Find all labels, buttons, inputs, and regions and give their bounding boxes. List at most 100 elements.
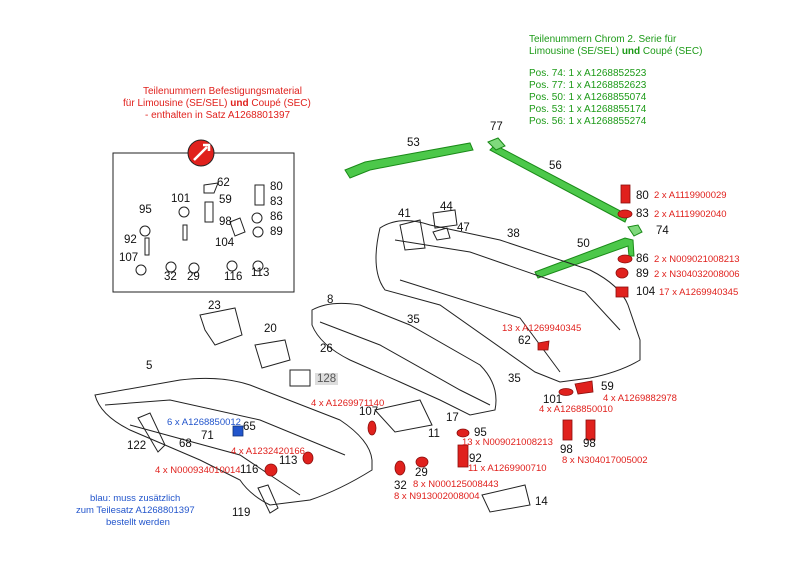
position-number: 95 (474, 427, 487, 439)
chrome-header-line1: Teilenummern Chrom 2. Serie für (529, 34, 677, 45)
position-number: 83 (636, 208, 649, 220)
chrome-item: Pos. 74: 1 x A1268852523 (529, 68, 647, 79)
wrench-icon (187, 139, 215, 167)
bolt-92-icon (457, 444, 469, 468)
kit-header-line3: - enthalten in Satz A1268801397 (145, 110, 291, 121)
kit-number: 62 (217, 177, 230, 189)
position-number: 32 (394, 480, 407, 492)
position-number: 101 (543, 394, 563, 406)
position-number: 74 (656, 225, 669, 237)
position-number: 98 (560, 444, 573, 456)
kit-header-line1: Teilenummern Befestigungsmaterial (143, 86, 302, 97)
position-number: 107 (359, 406, 379, 418)
part-label-98: 8 x N304017005002 (562, 455, 648, 466)
position-number-128: 128 (315, 373, 339, 385)
kit-header-line2: für Limousine (SE/SEL) und Coupé (SEC) (123, 98, 311, 109)
position-number: 116 (240, 464, 259, 476)
chrome-item: Pos. 50: 1 x A1268855074 (529, 92, 647, 103)
bumper-cover-8 (311, 302, 497, 416)
kit-number: 98 (219, 216, 232, 228)
part-label-116: 4 x N000934010014 (155, 465, 241, 476)
blue-note-line: zum Teilesatz A1268801397 (76, 505, 195, 516)
position-number: 14 (535, 496, 548, 508)
bolt-98a-icon (562, 419, 573, 441)
position-number: 41 (398, 208, 411, 220)
position-number: 11 (428, 428, 440, 440)
chrome-strip-56 (489, 144, 629, 223)
kit-number: 101 (171, 193, 191, 205)
nut-113-icon (302, 451, 314, 465)
clip-59-icon (574, 380, 594, 395)
position-number: 5 (146, 360, 153, 372)
nut-86-icon (617, 254, 633, 264)
clip-47 (432, 227, 451, 241)
position-number: 8 (327, 294, 334, 306)
clip-44 (432, 209, 458, 229)
chrome-item: Pos. 77: 1 x A1268852623 (529, 80, 647, 91)
part-label-65: 6 x A1268850012 (167, 417, 241, 428)
part-label-104: 17 x A1269940345 (659, 287, 739, 298)
position-number: 119 (232, 507, 251, 519)
rear-bumper-38 (375, 220, 641, 383)
bracket-11 (374, 399, 433, 433)
part-label-83: 2 x A1119902040 (654, 209, 727, 220)
bolt-98b-icon (585, 419, 596, 441)
bracket-23 (199, 307, 243, 346)
position-number: 50 (577, 238, 590, 250)
position-number: 92 (469, 453, 482, 465)
position-number: 26 (320, 343, 333, 355)
position-number: 98 (583, 438, 596, 450)
washer-101-icon (558, 388, 574, 396)
position-number: 20 (264, 323, 277, 335)
chrome-end-74 (627, 224, 643, 237)
kit-number: 107 (119, 252, 139, 264)
position-number: 86 (636, 253, 649, 265)
kit-number: 86 (270, 211, 283, 223)
position-number: 38 (507, 228, 520, 240)
front-bumper-5 (94, 377, 373, 506)
position-number: 113 (279, 455, 298, 467)
position-number: 89 (636, 268, 649, 280)
position-number: 59 (601, 381, 614, 393)
bracket-41 (399, 219, 426, 251)
washer-29-icon (415, 456, 429, 468)
kit-number: 104 (215, 237, 235, 249)
kit-number: 95 (139, 204, 152, 216)
chrome-strip-53 (344, 142, 474, 179)
part-label-62: 13 x A1269940345 (502, 323, 582, 334)
position-number: 122 (127, 440, 147, 452)
position-number: 17 (446, 412, 459, 424)
part-label-89: 2 x N304032008006 (654, 269, 740, 280)
position-number: 53 (407, 137, 420, 149)
part-label-32: 8 x N913002008004 (394, 491, 480, 502)
bracket-20 (254, 339, 291, 369)
position-number: 77 (490, 121, 503, 133)
part-label-29: 8 x N000125008443 (413, 479, 499, 490)
washer-83-icon (617, 209, 633, 219)
kit-number: 113 (251, 267, 270, 279)
part-label-95: 13 x N009021008213 (462, 437, 553, 448)
bracket-14 (481, 484, 531, 513)
nut-116-icon (264, 463, 278, 477)
bolt-80-icon (620, 184, 631, 204)
position-number: 29 (415, 467, 428, 479)
part-label-92: 11 x A1269900710 (468, 463, 547, 474)
kit-number: 32 (164, 271, 177, 283)
kit-number: 89 (270, 226, 283, 238)
nut-95-icon (456, 428, 470, 438)
part-label-107: 4 x A1269971140 (311, 398, 385, 409)
part-label-86: 2 x N009021008213 (654, 254, 740, 265)
blue-note-line: blau: muss zusätzlich (90, 493, 181, 504)
chrome-end-77 (487, 137, 506, 151)
part-label-71: 4 x A1232420166 (231, 446, 305, 457)
position-number: 56 (549, 160, 562, 172)
position-number: 80 (636, 190, 649, 202)
position-number: 35 (508, 373, 521, 385)
kit-number: 80 (270, 181, 283, 193)
chrome-strip-50 (534, 237, 635, 279)
part-label-80: 2 x A1119900029 (654, 190, 727, 201)
clip-62-icon (537, 340, 550, 351)
kit-number: 92 (124, 234, 137, 246)
